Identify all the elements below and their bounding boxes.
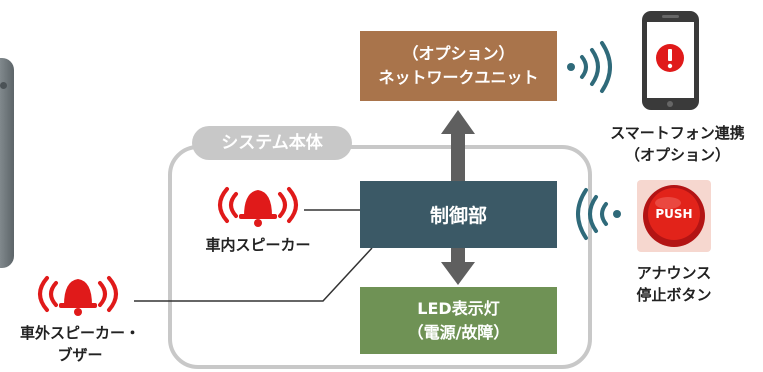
outer-speaker-line [134, 247, 373, 302]
network-unit-line1: （オプション） [402, 44, 515, 63]
outer-speaker-line1: 車外スピーカー・ [19, 324, 140, 342]
control-led-arrow [441, 248, 475, 285]
push-button-line2: 停止ボタン [636, 286, 712, 304]
smartphone-signal-icon [567, 41, 612, 93]
smartphone-icon [642, 11, 699, 110]
push-button-line1: アナウンス [636, 264, 712, 282]
control-unit-label: 制御部 [429, 205, 487, 227]
push-button-icon [637, 180, 711, 252]
push-button-text: PUSH [655, 207, 693, 221]
led-display-line1: LED表示灯 [417, 298, 500, 318]
device-screw-hole [0, 82, 7, 89]
system-frame [168, 145, 592, 369]
network-unit-line2: ネットワークユニット [378, 68, 539, 87]
led-display-box: LED表示灯 （電源/故障） [360, 287, 557, 354]
inner-speaker-bell-icon [218, 187, 298, 227]
push-button-label: アナウンス 停止ボタン [612, 262, 736, 306]
smartphone-line1: スマートフォン連携 [610, 124, 745, 142]
network-control-arrow [441, 110, 475, 182]
device-edge-image [0, 58, 14, 268]
led-display-line2: （電源/故障） [407, 322, 510, 342]
outer-speaker-label: 車外スピーカー・ ブザー [0, 322, 160, 366]
outer-speaker-bell-icon [38, 276, 118, 316]
network-unit-box: （オプション） ネットワークユニット [360, 31, 557, 101]
outer-speaker-line2: ブザー [57, 346, 103, 364]
smartphone-line2: （オプション） [624, 146, 730, 164]
inner-speaker-label: 車内スピーカー [205, 236, 311, 254]
system-label: システム本体 [192, 126, 352, 160]
smartphone-label: スマートフォン連携 （オプション） [592, 122, 763, 166]
control-unit-box: 制御部 [360, 181, 557, 248]
push-button-signal-icon [576, 188, 621, 240]
